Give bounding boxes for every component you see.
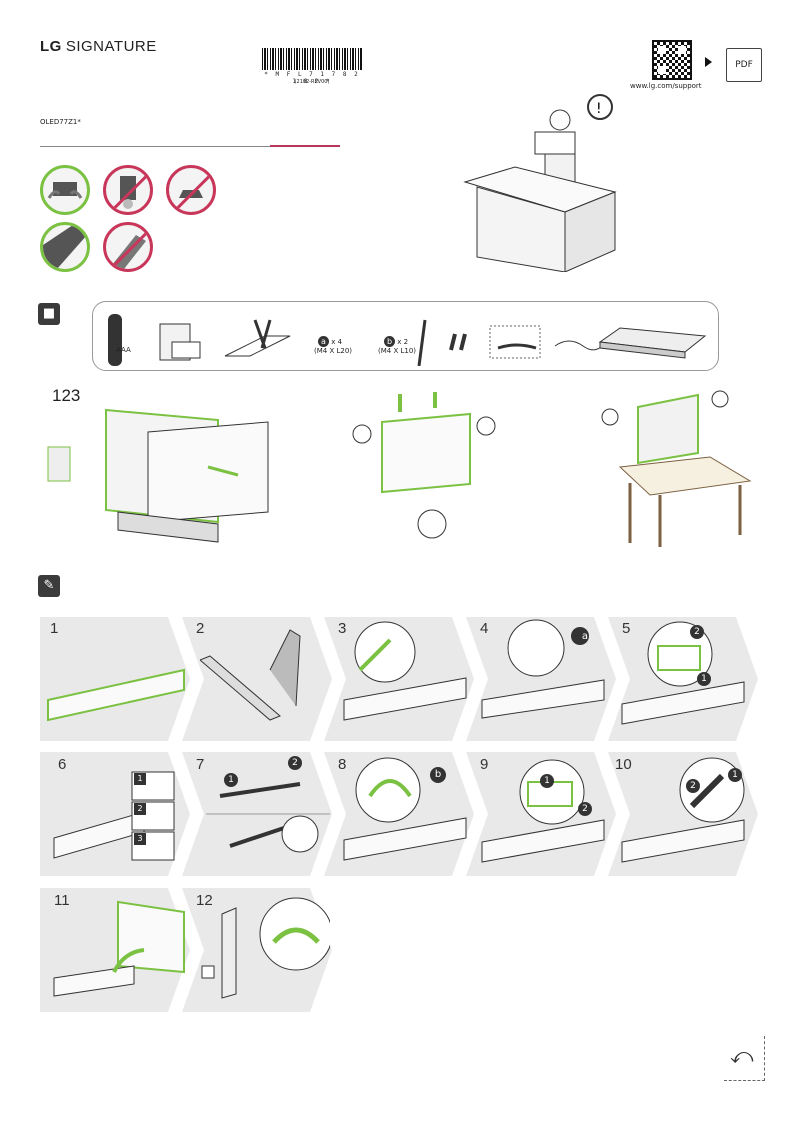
box-contents-icon: ■ — [38, 303, 60, 325]
barcode — [262, 48, 362, 70]
battery-label: AAA — [116, 346, 131, 354]
step-number: 6 — [58, 756, 67, 773]
step-number: 4 — [480, 620, 489, 637]
box-unpacking-illustration: ! — [463, 94, 617, 272]
callout-1: 1 — [224, 773, 238, 787]
section-label: 123 — [52, 386, 81, 405]
support-url[interactable]: www.lg.com/support — [630, 82, 702, 90]
callout-2: 2 — [578, 802, 592, 816]
step-7-illustration — [206, 782, 330, 853]
handling-prohibited-icon — [103, 222, 153, 272]
step-number: 9 — [480, 756, 489, 773]
divider — [40, 146, 270, 147]
step-6-illustration — [53, 771, 175, 861]
callout-3: 3 — [134, 833, 146, 845]
step-3-illustration — [343, 621, 467, 721]
accessories-illustration — [108, 314, 707, 366]
screw-a-count: x 4 — [331, 338, 343, 346]
callout-a: a — [581, 631, 589, 642]
step-12-illustration — [201, 897, 330, 999]
screw-b-label: b x 2 — [384, 336, 408, 347]
step-number: 12 — [196, 892, 213, 909]
model-number: OLED77Z1* — [40, 118, 81, 126]
tools-icon: ✎ — [38, 575, 60, 597]
step-2-illustration — [200, 629, 301, 721]
pdf-icon: PDF — [726, 48, 762, 82]
screw-a-size: (M4 X L20) — [314, 347, 353, 355]
qr-code — [652, 40, 692, 80]
handling-prohibited-icon — [103, 165, 153, 215]
step-number: 10 — [615, 756, 632, 773]
step-number: 11 — [54, 892, 70, 909]
step-number: 7 — [196, 756, 205, 773]
screw-b-letter: b — [384, 336, 395, 347]
step-panel — [182, 617, 332, 741]
barcode-revision: (2102-REV00) — [294, 79, 330, 85]
handling-ok-icon — [40, 165, 90, 215]
step-5-illustration — [621, 621, 745, 725]
callout-2: 2 — [690, 625, 704, 639]
step-number: 1 — [50, 620, 59, 637]
step-10-illustration — [621, 757, 745, 863]
step-8-illustration — [343, 757, 467, 861]
callout-b: b — [430, 767, 446, 783]
step-number: 8 — [338, 756, 347, 773]
handling-ok-icon — [40, 222, 90, 272]
step-11-illustration — [53, 900, 185, 997]
screw-a-letter: a — [318, 336, 329, 347]
callout-1: 1 — [697, 672, 711, 686]
barcode-text: * M F L 7 1 7 8 2 1 0 2 * — [264, 71, 360, 85]
svg-text:!: ! — [596, 101, 602, 117]
step-number: 2 — [196, 620, 205, 637]
step-number: 5 — [622, 620, 631, 637]
brand-lg: LG — [40, 38, 62, 55]
step-1-illustration — [47, 668, 185, 722]
callout-2: 2 — [288, 756, 302, 770]
arrow-right-icon — [705, 57, 712, 67]
unboxing-illustration — [47, 408, 269, 543]
step-9-illustration — [481, 759, 605, 863]
screw-b-count: x 2 — [397, 338, 409, 346]
handling-prohibited-icon — [166, 165, 216, 215]
divider-accent — [270, 145, 340, 147]
step-4-illustration — [481, 619, 605, 719]
step-number: 3 — [338, 620, 347, 637]
lift-tv-illustration — [352, 392, 496, 539]
callout-2: 2 — [686, 779, 700, 793]
place-tv-on-table-illustration — [601, 390, 752, 547]
callout-1: 1 — [134, 773, 146, 785]
callout-1: 1 — [728, 768, 742, 782]
callout-1: 1 — [540, 774, 554, 788]
screw-a-label: a x 4 — [318, 336, 342, 347]
screw-b-size: (M4 X L10) — [378, 347, 417, 355]
brand-signature: SIGNATURE — [65, 38, 157, 55]
page-turn-icon: ⤺ — [724, 1036, 765, 1081]
accessories-panel — [92, 301, 719, 371]
callout-2: 2 — [134, 803, 146, 815]
